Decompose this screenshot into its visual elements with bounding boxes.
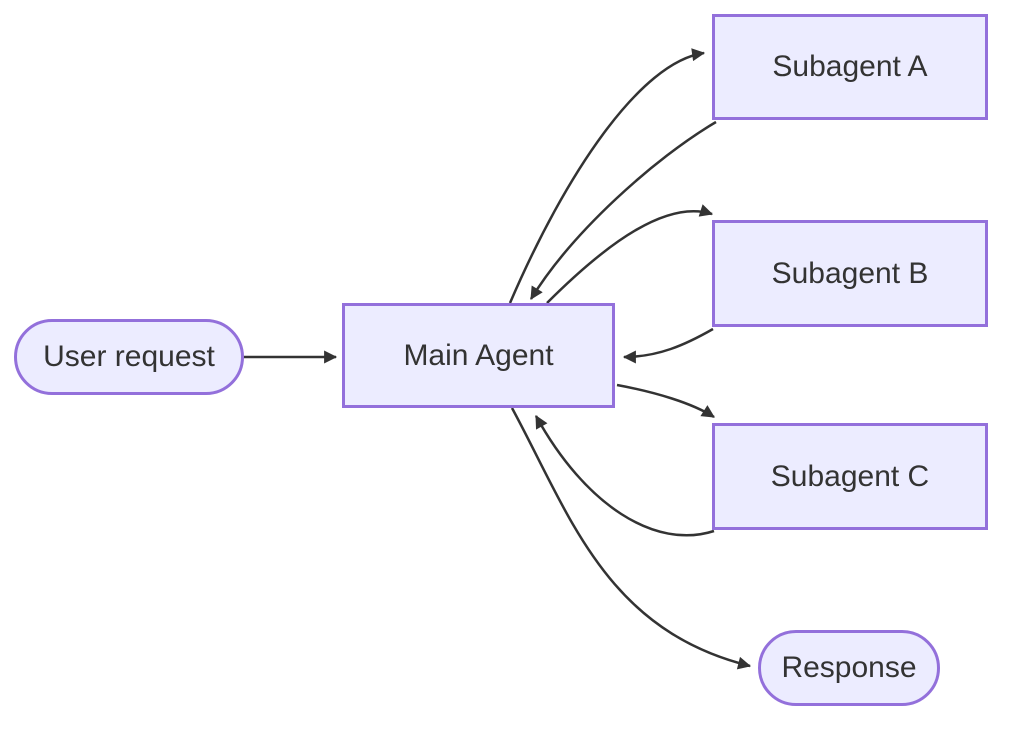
node-subagent-c: Subagent C — [712, 423, 988, 530]
node-subagent-c-label: Subagent C — [770, 459, 930, 493]
node-response: Response — [758, 630, 940, 706]
node-user-request-label: User request — [43, 340, 215, 373]
edge-main-agent-to-subagent-b — [546, 204, 714, 304]
edge-subagent-c-to-main-agent — [534, 415, 715, 537]
node-subagent-a: Subagent A — [712, 14, 988, 120]
node-main-agent-label: Main Agent — [403, 338, 554, 372]
edge-main-agent-to-subagent-c — [616, 383, 715, 419]
edge-subagent-a-to-main-agent — [529, 120, 717, 300]
edge-main-agent-to-response — [510, 407, 752, 670]
node-main-agent: Main Agent — [342, 303, 615, 408]
edge-subagent-b-to-main-agent — [622, 327, 714, 364]
node-subagent-b: Subagent B — [712, 220, 988, 327]
node-subagent-b-label: Subagent B — [771, 256, 929, 290]
edge-main-agent-to-subagent-a — [508, 48, 706, 304]
node-subagent-a-label: Subagent A — [772, 50, 928, 83]
node-response-label: Response — [781, 651, 917, 684]
node-user-request: User request — [14, 319, 244, 395]
